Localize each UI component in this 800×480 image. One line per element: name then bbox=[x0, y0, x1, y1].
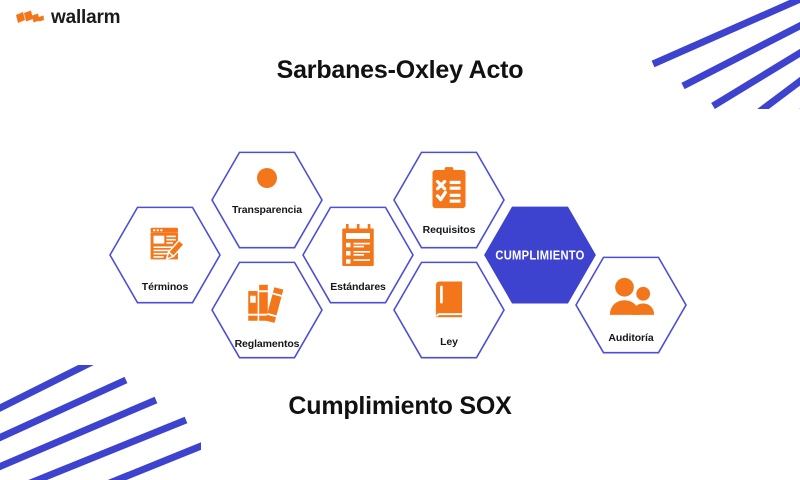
hex-shape-transparencia bbox=[211, 151, 323, 249]
brand-name: wallarm bbox=[51, 7, 121, 28]
hex-label-estandares: Estándares bbox=[330, 281, 386, 293]
page-title-top: Sarbanes-Oxley Acto bbox=[276, 56, 524, 84]
hex-label-auditoria: Auditoría bbox=[608, 332, 654, 344]
hex-label-terminos: Términos bbox=[141, 281, 189, 293]
hex-label-requisitos: Requisitos bbox=[422, 224, 476, 236]
brand-logo[interactable]: wallarm bbox=[16, 7, 121, 28]
closed-book-icon bbox=[435, 281, 463, 318]
hex-shape-undefined bbox=[484, 206, 596, 304]
circle-icon bbox=[257, 168, 277, 188]
checklist-form-icon bbox=[342, 224, 374, 266]
hex-label-cumplimiento: CUMPLIMIENTO bbox=[495, 247, 585, 263]
wallarm-bolt-logo-icon bbox=[16, 10, 44, 23]
hex-label-transparencia: Transparencia bbox=[232, 204, 302, 216]
document-pencil-icon bbox=[150, 227, 187, 261]
hex-label-ley: Ley bbox=[440, 336, 458, 348]
page-title-bottom: Cumplimiento SOX bbox=[288, 392, 512, 420]
hex-label-reglamentos: Reglamentos bbox=[234, 338, 300, 350]
two-people-icon bbox=[609, 277, 655, 315]
clipboard-check-icon bbox=[432, 167, 466, 209]
books-icon bbox=[248, 284, 284, 323]
